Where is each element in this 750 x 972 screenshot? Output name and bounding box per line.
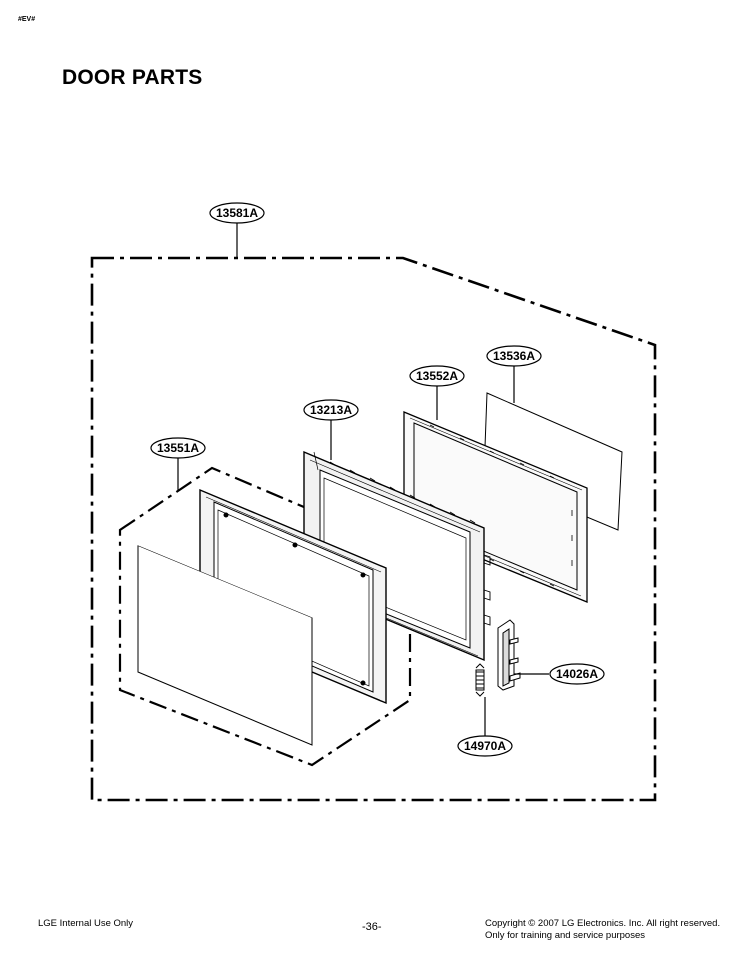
footer-copyright-block: Copyright © 2007 LG Electronics. Inc. Al… [485,918,720,942]
document-id-tag: #EV# [18,16,36,23]
footer-page-number: -36- [362,921,382,933]
spring-part [475,663,485,697]
callout-14970a: 14970A [457,735,513,757]
callout-label: 14026A [556,667,598,681]
callout-label: 13552A [416,369,458,383]
callout-13213a: 13213A [303,399,359,421]
front-panel-frame-part [199,488,387,705]
front-subassembly-outline [118,466,412,767]
callout-label: 13213A [310,403,352,417]
footer-purpose: Only for training and service purposes [485,930,645,941]
choke-frame-part [403,411,588,603]
footer-copyright: Copyright © 2007 LG Electronics. Inc. Al… [485,918,721,929]
callout-13552a: 13552A [409,365,465,387]
callout-13551a: 13551A [150,437,206,459]
latch-lever-part [497,619,521,691]
leader-lines [177,222,549,737]
callout-label: 14970A [464,739,506,753]
assembly-outline [90,256,657,802]
footer-internal-use: LGE Internal Use Only [38,918,134,929]
callout-13581a: 13581A [209,202,265,224]
callout-label: 13581A [216,206,258,220]
callout-label: 13536A [493,349,535,363]
callout-label: 13551A [157,441,199,455]
callout-14026a: 14026A [549,663,605,685]
callout-13536a: 13536A [486,345,542,367]
page-title: DOOR PARTS [62,66,203,89]
